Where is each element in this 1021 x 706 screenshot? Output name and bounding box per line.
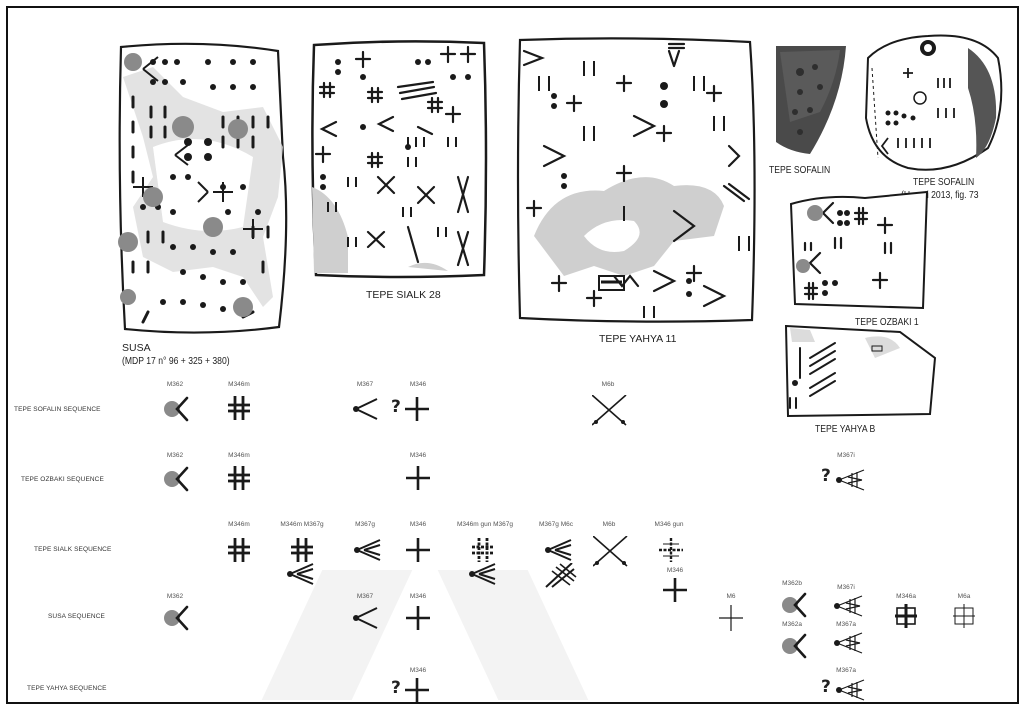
yahyab-tablet-label: TEPE YAHYA B xyxy=(815,423,875,435)
wedge-sign-icon xyxy=(834,631,864,657)
m362-sign-icon xyxy=(782,591,808,619)
m362-sign-icon xyxy=(782,632,808,660)
hash-gun-sign-icon xyxy=(472,538,496,564)
sign-label: M346 xyxy=(410,521,426,528)
wedge-sign-icon xyxy=(545,538,575,564)
susa-tablet-drawing xyxy=(113,37,293,342)
x-sign-icon xyxy=(592,395,628,427)
hash-sign-icon xyxy=(228,466,252,492)
sofalin-photo xyxy=(770,42,850,160)
cross-sign-icon xyxy=(405,397,431,423)
sign-label: M346 xyxy=(410,381,426,388)
sign-label: M346 xyxy=(410,667,426,674)
uncertain-mark: ? xyxy=(391,397,401,417)
cross-sign-icon xyxy=(406,466,432,492)
sign-label: M362 xyxy=(167,381,183,388)
wedge-sign-icon xyxy=(834,594,864,620)
grid-sign-icon xyxy=(895,604,919,630)
m362-sign-icon xyxy=(164,395,190,423)
sign-label: M346m xyxy=(228,381,250,388)
sign-label: M346m xyxy=(228,521,250,528)
sign-label: M367i xyxy=(837,452,855,459)
row-label-sofalin: TEPE SOFALIN SEQUENCE xyxy=(14,406,101,413)
sign-label: M362a xyxy=(782,621,802,628)
cross-sign-icon xyxy=(405,678,431,704)
row-label-ozbaki: TEPE OZBAKI SEQUENCE xyxy=(21,476,104,483)
sign-label: M346m M367g xyxy=(280,521,323,528)
cross-gun-sign-icon xyxy=(659,538,685,564)
cross-sign-icon xyxy=(406,538,432,564)
sign-label: M367 xyxy=(357,381,373,388)
wedge-sign-icon xyxy=(469,562,499,588)
sofalin-drawing xyxy=(858,28,1008,176)
hash-sign-icon xyxy=(228,538,252,564)
susa-tablet-label: SUSA xyxy=(122,342,151,354)
sign-label: M6 xyxy=(726,593,735,600)
uncertain-mark: ? xyxy=(821,466,831,486)
row-label-sialk: TEPE SIALK SEQUENCE xyxy=(34,546,111,553)
wedge-sign-icon xyxy=(836,468,866,494)
sofalin-photo-label: TEPE SOFALIN xyxy=(769,164,830,176)
sign-label: M367a xyxy=(836,621,856,628)
sign-label: M6b xyxy=(603,521,616,528)
sign-label: M346m gun M367g xyxy=(457,521,513,528)
hash-sign-icon xyxy=(228,396,252,422)
cross-sign-icon xyxy=(406,606,432,632)
sign-label: M346 xyxy=(410,593,426,600)
sign-label: M367a xyxy=(836,667,856,674)
wedge-sign-icon xyxy=(353,606,379,632)
m6c-sign-icon xyxy=(544,563,578,591)
sign-label: M346 xyxy=(410,452,426,459)
sign-label: M346 gun xyxy=(655,521,684,528)
sign-label: M346m xyxy=(228,452,250,459)
sign-label: M367g xyxy=(355,521,375,528)
sign-label: M6a xyxy=(958,593,971,600)
sign-label: M6b xyxy=(602,381,615,388)
susa-tablet-ref: (MDP 17 n° 96 + 325 + 380) xyxy=(122,355,230,367)
yahya11-tablet-label: TEPE YAHYA 11 xyxy=(599,333,676,345)
sign-label: M346 xyxy=(667,567,683,574)
m362-sign-icon xyxy=(164,465,190,493)
cross-thin-sign-icon xyxy=(719,605,745,633)
wedge-sign-icon xyxy=(354,538,384,564)
sign-label: M362b xyxy=(782,580,802,587)
sign-label: M362 xyxy=(167,593,183,600)
hash-sign-icon xyxy=(291,538,315,564)
uncertain-mark: ? xyxy=(391,678,401,698)
m362-sign-icon xyxy=(164,604,190,632)
yahyab-tablet-drawing xyxy=(780,318,945,422)
wedge-sign-icon xyxy=(287,562,317,588)
sofalin-drawing-label: TEPE SOFALIN xyxy=(913,176,974,188)
sign-label: M362 xyxy=(167,452,183,459)
uncertain-mark: ? xyxy=(821,677,831,697)
sign-label: M346a xyxy=(896,593,916,600)
sialk-tablet-drawing xyxy=(308,37,490,282)
wedge-sign-icon xyxy=(353,397,379,423)
sialk-tablet-label: TEPE SIALK 28 xyxy=(366,289,441,301)
row-label-yahya: TEPE YAHYA SEQUENCE xyxy=(27,685,107,692)
ozbaki-tablet-drawing xyxy=(785,188,935,314)
sign-label: M367g M6c xyxy=(539,521,573,528)
cross-sign-icon xyxy=(663,578,689,604)
wedge-sign-icon xyxy=(836,678,866,704)
sign-label: M367 xyxy=(357,593,373,600)
yahya11-tablet-drawing xyxy=(514,36,764,326)
sign-label: M367i xyxy=(837,584,855,591)
row-label-susa: SUSA SEQUENCE xyxy=(48,613,105,620)
x-sign-icon xyxy=(593,536,629,568)
grid-sign-icon xyxy=(953,604,977,630)
